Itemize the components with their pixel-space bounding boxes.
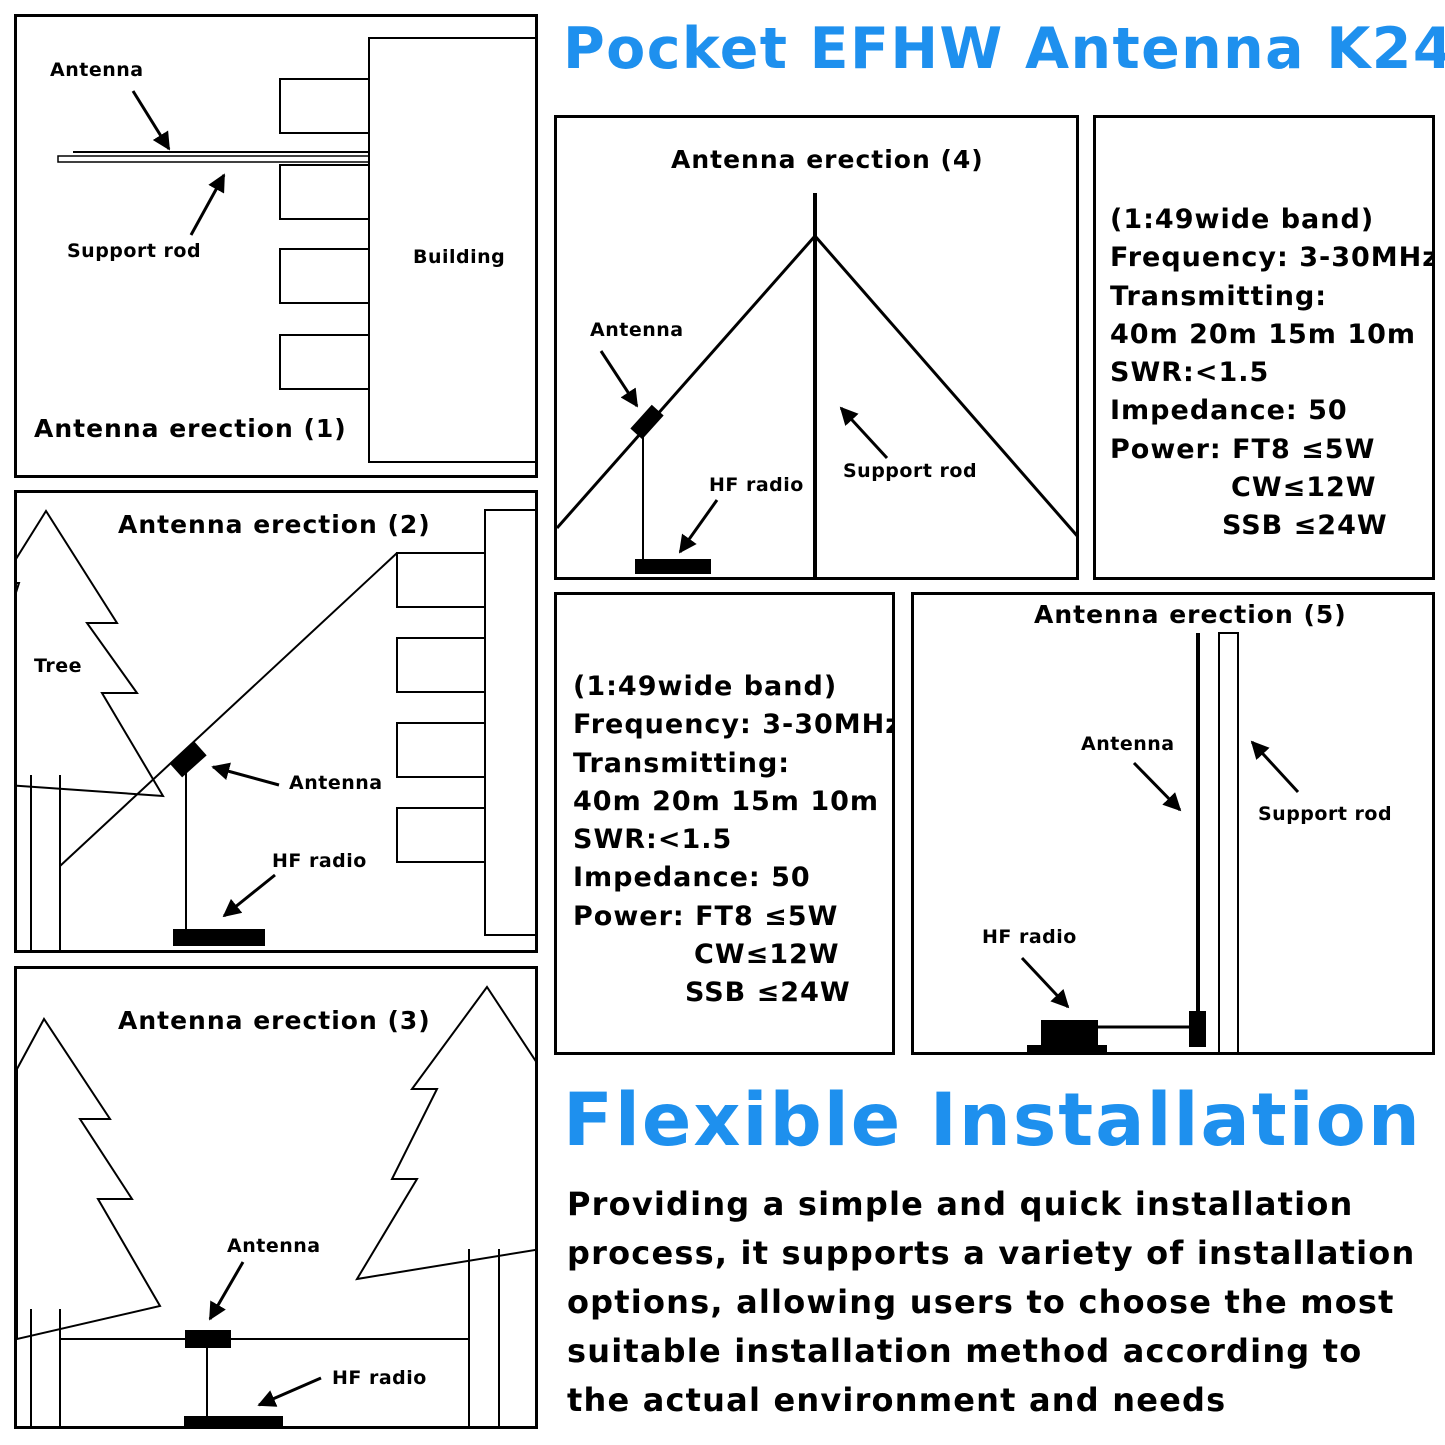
balcony xyxy=(279,164,370,220)
arrow-icon xyxy=(1132,761,1182,812)
specs-list: (1:49wide band) Frequency: 3-30MHz Trans… xyxy=(1110,201,1435,546)
erection-1-diagram xyxy=(57,37,535,463)
specs-list: (1:49wide band) Frequency: 3-30MHz Trans… xyxy=(573,668,895,1013)
arrow-icon xyxy=(189,173,226,236)
arrow-icon xyxy=(257,1376,322,1407)
label-antenna: Antenna xyxy=(590,319,684,341)
arrow-icon xyxy=(678,499,719,554)
spec-transmitting: Transmitting: xyxy=(1110,280,1328,312)
spec-swr: SWR:<1.5 xyxy=(1110,357,1270,389)
arrow-icon xyxy=(1250,740,1300,794)
panel-title: Antenna erection (3) xyxy=(118,1006,431,1035)
specs-panel-middle: (1:49wide band) Frequency: 3-30MHz Trans… xyxy=(554,592,895,1055)
spec-power-ssb: SSB ≤24W xyxy=(685,977,851,1009)
antenna-balun xyxy=(630,404,664,440)
panel-erection-1: Antenna Support rod Building Antenna ere… xyxy=(14,14,538,478)
hf-radio-shape xyxy=(173,929,265,946)
label-support-rod: Support rod xyxy=(67,240,202,262)
spec-transmitting: Transmitting: xyxy=(573,747,791,779)
spec-power-cw: CW≤12W xyxy=(694,939,840,971)
label-hf-radio: HF radio xyxy=(709,474,804,496)
support-rod-shape xyxy=(1218,632,1239,1052)
feature-description: Providing a simple and quick installatio… xyxy=(567,1180,1437,1425)
label-support-rod: Support rod xyxy=(1258,803,1393,825)
spec-impedance: Impedance: 50 xyxy=(1110,395,1348,427)
tree-shape xyxy=(17,509,165,798)
antenna-wire xyxy=(59,552,398,867)
spec-band: (1:49wide band) xyxy=(573,671,838,702)
panel-erection-3: Antenna erection (3) Antenna HF radio xyxy=(14,966,538,1429)
balcony xyxy=(396,552,486,608)
description-line: Providing a simple and quick installatio… xyxy=(567,1185,1354,1223)
label-hf-radio: HF radio xyxy=(332,1367,427,1389)
erection-3-diagram xyxy=(17,985,535,1426)
panel-title: Antenna erection (5) xyxy=(1034,600,1347,629)
panel-erection-5: Antenna erection (5) Antenna Support rod… xyxy=(911,592,1435,1055)
hf-radio-shape xyxy=(1041,1020,1098,1047)
spec-power-ft8: Power: FT8 ≤5W xyxy=(573,900,839,932)
building-shape xyxy=(484,509,535,936)
spec-band: (1:49wide band) xyxy=(1110,204,1375,235)
label-antenna: Antenna xyxy=(50,59,144,81)
feature-headline: Flexible Installation xyxy=(563,1078,1422,1163)
panel-erection-4: Antenna erection (4) Antenna HF radio Su… xyxy=(554,115,1079,580)
label-building: Building xyxy=(413,246,506,268)
hf-radio-shape xyxy=(635,559,711,574)
page-title: Pocket EFHW Antenna K24 xyxy=(563,16,1445,82)
antenna-wire xyxy=(813,235,1076,537)
panel-title: Antenna erection (1) xyxy=(34,414,347,443)
tree-shape xyxy=(17,1017,162,1341)
balcony xyxy=(279,248,370,304)
description-line: suitable installation method according t… xyxy=(567,1332,1363,1370)
label-hf-radio: HF radio xyxy=(272,850,367,872)
label-support-rod: Support rod xyxy=(843,460,978,482)
specs-panel-top: (1:49wide band) Frequency: 3-30MHz Trans… xyxy=(1093,115,1435,580)
panel-title: Antenna erection (4) xyxy=(671,145,984,174)
spec-impedance: Impedance: 50 xyxy=(573,862,811,894)
label-antenna: Antenna xyxy=(227,1235,321,1257)
arrow-icon xyxy=(599,350,639,408)
arrow-icon xyxy=(1020,956,1070,1009)
balcony xyxy=(396,722,486,778)
arrow-icon xyxy=(208,1261,245,1321)
spec-power-ssb: SSB ≤24W xyxy=(1222,510,1388,542)
erection-4-diagram xyxy=(557,193,1076,577)
balcony xyxy=(279,78,370,134)
spec-frequency: Frequency: 3-30MHz xyxy=(1110,242,1435,274)
erection-2-diagram xyxy=(17,509,535,950)
panel-erection-2: Antenna erection (2) Tree Antenna HF rad… xyxy=(14,490,538,953)
spec-power-ft8: Power: FT8 ≤5W xyxy=(1110,433,1376,465)
label-antenna: Antenna xyxy=(289,772,383,794)
arrow-icon xyxy=(131,90,171,151)
support-rod-shape xyxy=(57,155,370,163)
arrow-icon xyxy=(211,762,280,787)
antenna-balun xyxy=(1189,1011,1206,1047)
antenna-wire xyxy=(557,235,817,529)
panel-title: Antenna erection (2) xyxy=(118,510,431,539)
spec-power-cw: CW≤12W xyxy=(1231,472,1377,504)
label-tree: Tree xyxy=(34,655,83,677)
description-line: the actual environment and needs xyxy=(567,1381,1227,1419)
label-antenna: Antenna xyxy=(1081,733,1175,755)
hf-radio-base xyxy=(1027,1045,1107,1052)
description-line: options, allowing users to choose the mo… xyxy=(567,1283,1395,1321)
arrow-icon xyxy=(839,406,889,460)
antenna-balun xyxy=(170,741,207,778)
hf-radio-shape xyxy=(184,1416,283,1426)
label-hf-radio: HF radio xyxy=(982,926,1077,948)
arrow-icon xyxy=(222,873,276,918)
balcony xyxy=(396,637,486,693)
spec-swr: SWR:<1.5 xyxy=(573,824,733,856)
description-line: process, it supports a variety of instal… xyxy=(567,1234,1416,1272)
tree-shape xyxy=(355,985,535,1281)
spec-frequency: Frequency: 3-30MHz xyxy=(573,709,895,741)
balcony xyxy=(396,807,486,863)
balcony xyxy=(279,334,370,390)
antenna-balun xyxy=(185,1330,231,1348)
spec-bands: 40m 20m 15m 10m xyxy=(573,785,880,817)
erection-5-diagram xyxy=(1020,632,1300,1052)
spec-bands: 40m 20m 15m 10m xyxy=(1110,318,1417,350)
